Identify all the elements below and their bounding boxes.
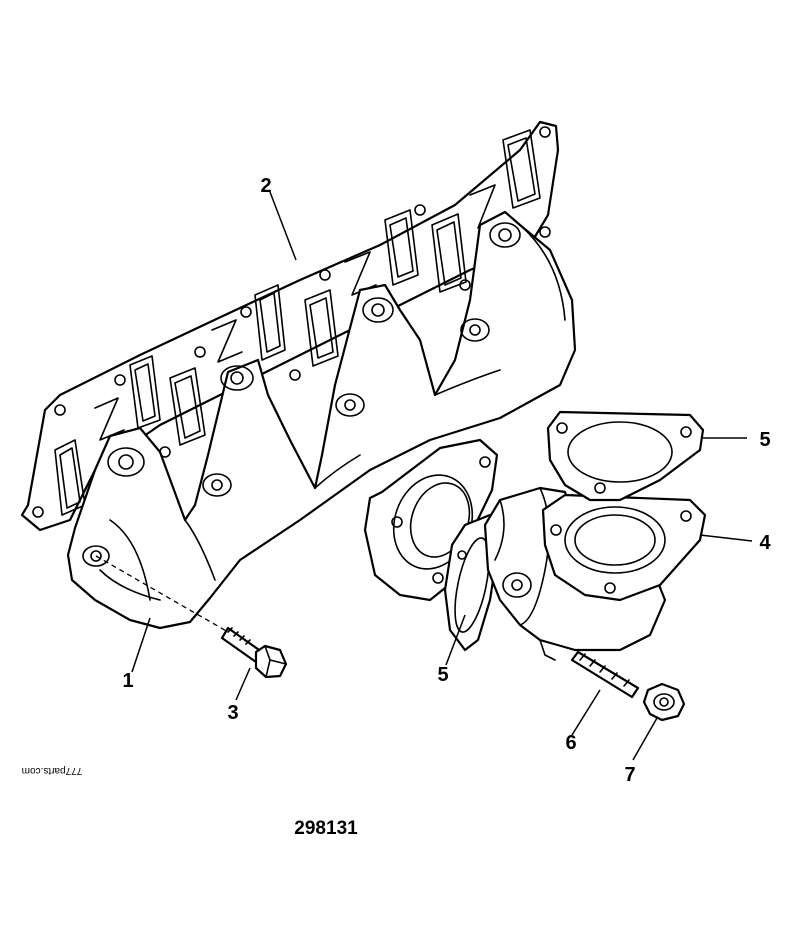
leader-2 <box>269 191 297 261</box>
callout-5-upper: 5 <box>759 429 770 451</box>
leader-1 <box>131 617 151 673</box>
callout-1: 1 <box>122 670 133 692</box>
manifold-gasket <box>20 120 560 532</box>
bolt-alignment-line <box>95 555 229 633</box>
downpipe-elbow <box>483 486 707 661</box>
watermark-text: 777parts.com <box>22 765 83 776</box>
callout-7: 7 <box>624 764 635 786</box>
leader-7 <box>632 717 658 761</box>
manifold-outlet-flange <box>363 438 499 602</box>
leader-lines <box>95 191 753 761</box>
callout-4: 4 <box>759 532 771 554</box>
elbow-nut <box>642 682 686 722</box>
exhaust-manifold <box>66 210 577 630</box>
callout-2: 2 <box>260 175 271 197</box>
elbow-stud <box>570 650 640 699</box>
leader-3 <box>235 667 251 701</box>
callout-6: 6 <box>565 732 576 754</box>
leader-4 <box>699 534 753 542</box>
leader-5-lower <box>445 614 466 666</box>
callout-3: 3 <box>227 702 238 724</box>
leader-6 <box>571 689 601 736</box>
callout-5-lower: 5 <box>437 664 448 686</box>
manifold-bolt <box>220 626 288 679</box>
figure-number: 298131 <box>294 818 358 839</box>
outlet-gasket-upper <box>546 410 705 502</box>
